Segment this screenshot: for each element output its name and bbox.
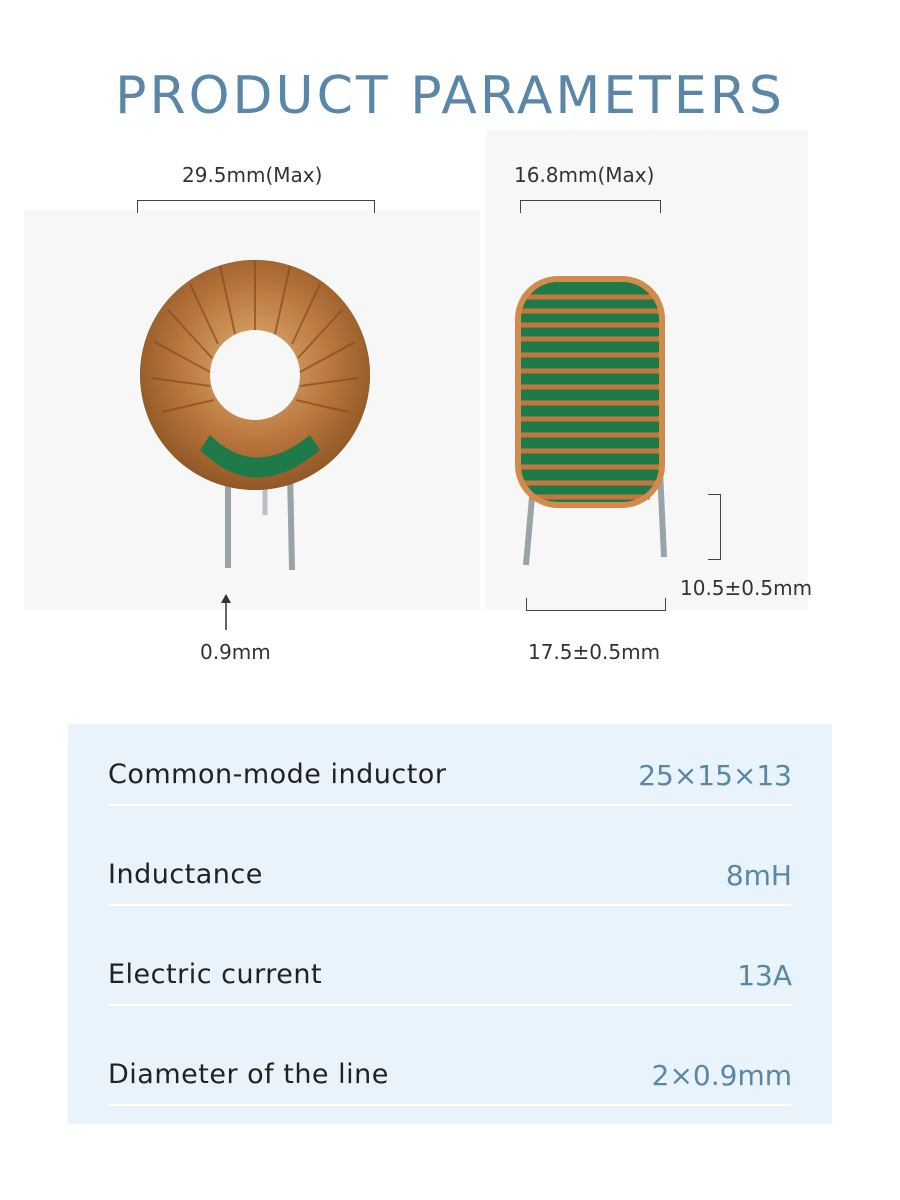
front-width-bracket bbox=[137, 200, 375, 213]
front-width-label: 29.5mm(Max) bbox=[182, 163, 323, 187]
spec-row: Diameter of the line 2×0.9mm bbox=[108, 1024, 792, 1106]
toroid-front-view-image bbox=[140, 260, 370, 571]
spec-row: Inductance 8mH bbox=[108, 824, 792, 906]
pin-diameter-arrow bbox=[221, 594, 231, 630]
spec-value: 8mH bbox=[725, 859, 792, 892]
spec-value: 2×0.9mm bbox=[651, 1059, 792, 1092]
spec-value: 13A bbox=[737, 959, 792, 992]
side-width-label: 16.8mm(Max) bbox=[514, 163, 655, 187]
toroid-side-view-image bbox=[515, 276, 667, 566]
pin-diameter-label: 0.9mm bbox=[200, 640, 271, 664]
spec-value: 25×15×13 bbox=[638, 759, 792, 792]
spec-label: Electric current bbox=[108, 959, 323, 990]
spec-label: Inductance bbox=[108, 859, 263, 890]
pin-spacing-label: 17.5±0.5mm bbox=[528, 640, 661, 664]
spec-label: Diameter of the line bbox=[108, 1059, 389, 1090]
pin-length-label: 10.5±0.5mm bbox=[680, 576, 813, 600]
spec-table: Common-mode inductor 25×15×13 Inductance… bbox=[68, 724, 832, 1124]
spec-label: Common-mode inductor bbox=[108, 759, 447, 790]
side-width-bracket bbox=[520, 200, 661, 213]
page-title: PRODUCT PARAMETERS bbox=[115, 66, 785, 126]
pin-length-bracket bbox=[708, 494, 721, 560]
pin-spacing-bracket bbox=[526, 598, 666, 611]
spec-row: Common-mode inductor 25×15×13 bbox=[108, 724, 792, 806]
spec-row: Electric current 13A bbox=[108, 924, 792, 1006]
